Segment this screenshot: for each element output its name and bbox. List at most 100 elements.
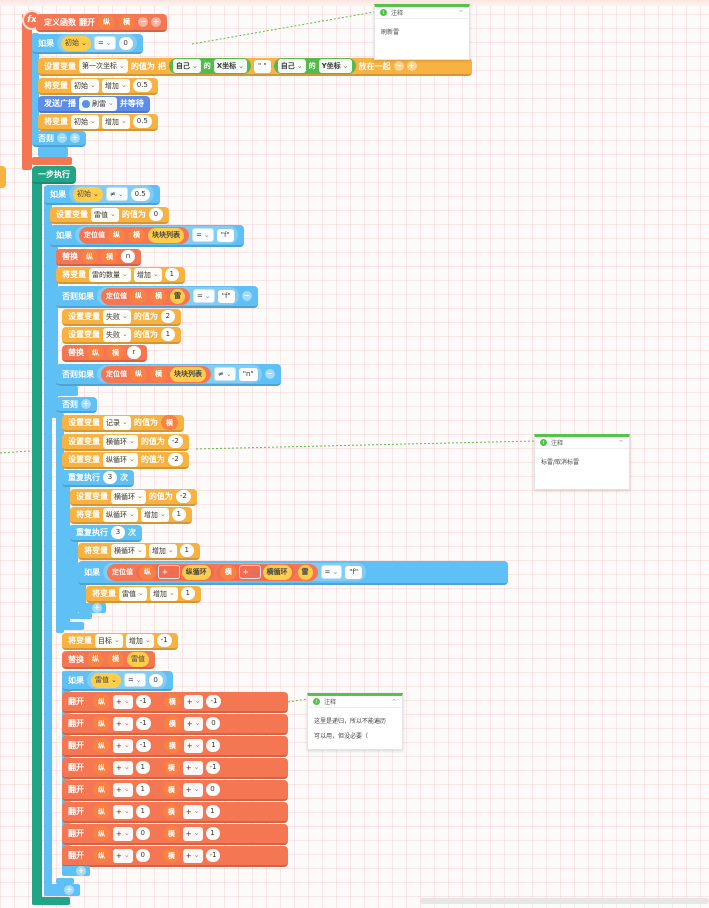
plus-icon[interactable]: + — [70, 133, 80, 143]
set-col-loop-block-2[interactable]: 设置变量 横循环 的值为 -2 — [70, 489, 197, 506]
flip-call-block[interactable]: 翻开纵+0横+1 — [62, 824, 288, 845]
if-mine-zero-block[interactable]: 如果 雷值⌄ = 0 — [62, 671, 173, 691]
if-init-neq-block[interactable]: 如果 初始⌄ ≠ 0.5 — [44, 185, 160, 205]
operator-dropdown[interactable]: ≠ — [214, 367, 236, 381]
compare-expression[interactable]: 定位值 纵+纵循环 横+横循环 雷 = "f" — [103, 563, 367, 581]
else-block-2[interactable]: 否则 + — [56, 397, 97, 413]
variable-dropdown[interactable]: 雷的数量 — [89, 267, 131, 282]
replace-n-block[interactable]: 替换 纵 横 n — [56, 249, 141, 266]
op-dropdown[interactable]: 增加 — [140, 507, 169, 522]
add-expression[interactable]: 横+0 — [158, 781, 224, 798]
add-expression[interactable]: 横+1 — [158, 825, 224, 842]
note-text[interactable]: 这里是递归，所以不能遍历可以用，但没必要（ — [314, 718, 387, 740]
param-row[interactable]: 纵 — [87, 651, 104, 667]
plus-icon[interactable]: + — [406, 61, 417, 71]
offscreen-block-stub[interactable] — [0, 166, 6, 188]
locate-call[interactable]: 定位值纵横块块列表 — [79, 226, 189, 244]
plus-icon[interactable]: + — [64, 885, 74, 895]
locate-call[interactable]: 定位值纵横雷 — [101, 287, 190, 305]
minus-icon[interactable]: − — [393, 61, 404, 71]
locate-call[interactable]: 定位值 纵+纵循环 横+横循环 雷 — [107, 563, 318, 581]
collapse-icon[interactable]: ⌃ — [458, 8, 464, 17]
repeat-count-input[interactable]: 3 — [103, 471, 117, 484]
add-expression[interactable]: 纵+-1 — [89, 693, 155, 710]
compare-expression[interactable]: 雷值⌄ = 0 — [87, 671, 167, 689]
plus-icon[interactable]: + — [92, 603, 102, 613]
string-input[interactable]: "f" — [216, 228, 234, 242]
add-expression[interactable]: 横+0 — [159, 715, 225, 732]
replace-r-block[interactable]: 替换 纵 横 r — [62, 345, 147, 362]
sensor-self-x[interactable]: 自己的X坐标 — [168, 58, 252, 74]
note-text[interactable]: 标雷/取消标雷 — [541, 459, 580, 466]
value-input[interactable]: 1 — [160, 328, 175, 341]
collapse-icon[interactable]: ⌃ — [618, 438, 624, 447]
value-input[interactable]: 0.5 — [130, 187, 150, 201]
add-expression[interactable]: 横+1 — [158, 803, 224, 820]
set-record-block[interactable]: 设置变量 记录 的值为 横 — [62, 415, 184, 432]
value-input[interactable]: -2 — [167, 435, 183, 448]
variable-dropdown[interactable]: 失败 — [103, 327, 131, 342]
minus-icon[interactable]: − — [241, 291, 252, 301]
op-dropdown[interactable]: 增加 — [101, 114, 130, 129]
value-input[interactable]: 0 — [118, 36, 133, 50]
set-col-loop-block[interactable]: 设置变量 横循环 的值为 -2 — [62, 434, 189, 451]
add-expression[interactable]: 纵+1 — [89, 803, 154, 820]
string-input[interactable]: "n" — [238, 367, 258, 381]
add-expression[interactable]: 纵+0 — [89, 847, 154, 864]
minus-icon[interactable]: − — [57, 133, 67, 143]
op-dropdown[interactable]: 增加 — [148, 543, 177, 558]
variable-dropdown[interactable]: 记录 — [103, 415, 131, 430]
flip-call-block[interactable]: 翻开纵+-1横+0 — [62, 714, 288, 735]
change-mine-value-block[interactable]: 将变量 雷值 增加 1 — [86, 586, 201, 603]
add-expression[interactable]: 横+-1 — [158, 847, 225, 864]
operator-dropdown[interactable]: ≠ — [105, 187, 128, 201]
add-expression[interactable]: 横+1 — [159, 737, 225, 754]
string-input[interactable]: " " — [254, 59, 271, 73]
minus-icon[interactable]: − — [264, 369, 275, 379]
step-execute-block[interactable]: 一步执行 — [32, 166, 76, 184]
param-row[interactable]: 纵 — [81, 249, 98, 264]
add-expression[interactable]: 横+横循环 — [216, 564, 295, 580]
variable-dropdown[interactable]: 雷值 — [91, 207, 119, 222]
operator-dropdown[interactable]: = — [193, 289, 215, 303]
param-row[interactable]: 纵 — [87, 345, 104, 360]
plus-icon[interactable]: + — [76, 866, 86, 876]
value-input[interactable]: -2 — [175, 490, 191, 503]
plus-icon[interactable]: + — [81, 399, 91, 409]
set-failcount-block[interactable]: 设置变量 失败 的值为 1 — [62, 327, 181, 344]
flip-call-block[interactable]: 翻开纵+1横+1 — [62, 802, 288, 823]
repeat-count-input[interactable]: 3 — [111, 526, 125, 539]
replace-mine-value-block[interactable]: 替换 纵 横 雷值 — [62, 651, 155, 669]
set-fail-block[interactable]: 设置变量 失败 的值为 2 — [62, 309, 181, 326]
add-expression[interactable]: 纵+纵循环 — [136, 564, 214, 580]
change-target-block[interactable]: 将变量 目标 增加 -1 — [62, 633, 178, 650]
horizontal-scrollbar[interactable] — [420, 898, 709, 904]
variable-dropdown[interactable]: 初始 — [71, 78, 99, 93]
add-expression[interactable]: 纵+1 — [89, 759, 154, 776]
broadcast-dropdown[interactable]: 刷雷 — [79, 96, 117, 111]
else-block[interactable]: 否则 −+ — [32, 131, 86, 147]
variable-dropdown[interactable]: 第一次坐标 — [79, 59, 128, 73]
operator-dropdown[interactable]: = — [192, 228, 214, 242]
set-first-coord-block[interactable]: 设置变量 第一次坐标 的值为 把 自己的X坐标 " " 自己的Y坐标 放在一起 … — [38, 58, 472, 76]
add-expression[interactable]: 纵+1 — [89, 781, 154, 798]
note-text[interactable]: 刷新雷 — [381, 29, 400, 36]
value-input[interactable]: 1 — [171, 508, 186, 521]
op-dropdown[interactable]: 增加 — [125, 633, 154, 648]
param-col[interactable]: 横 — [107, 345, 124, 360]
locate-call[interactable]: 定位值纵横块块列表 — [101, 365, 211, 383]
param-col[interactable]: 横 — [107, 651, 124, 667]
change-col-loop-block[interactable]: 将变量 横循环 增加 1 — [78, 543, 200, 560]
variable-dropdown[interactable]: 雷值 — [119, 586, 147, 601]
value-input[interactable]: 0.5 — [132, 115, 152, 128]
value-input[interactable]: n — [121, 250, 135, 263]
value-input[interactable]: 0 — [148, 673, 163, 687]
var-init[interactable]: 初始⌄ — [73, 186, 103, 202]
change-init-block-2[interactable]: 将变量 初始 增加 0.5 — [38, 114, 158, 131]
add-expression[interactable]: 纵+0 — [89, 825, 154, 842]
